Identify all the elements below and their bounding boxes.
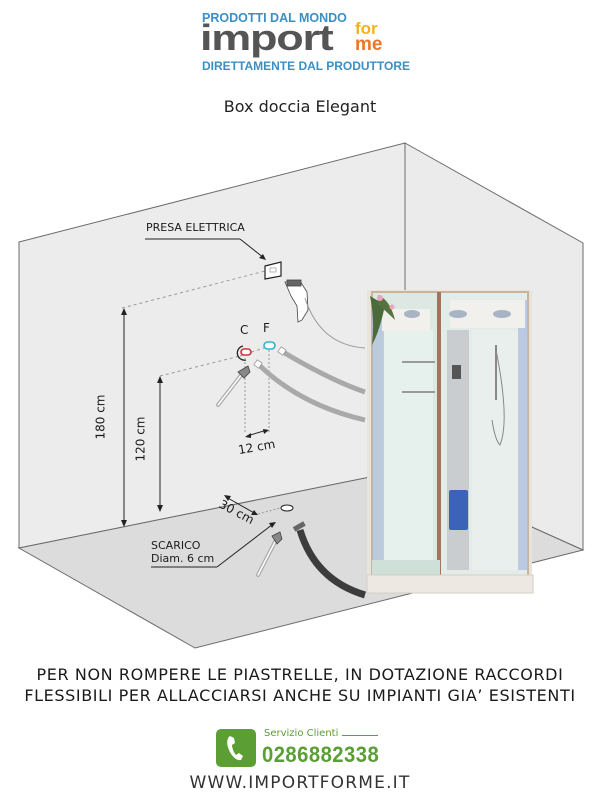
power-outlet-icon: [264, 261, 282, 280]
website-link[interactable]: WWW.IMPORTFORME.IT: [189, 773, 411, 793]
drain-hole-icon: [280, 504, 294, 512]
hot-tap-label: C: [240, 323, 249, 337]
logo-brand-me: me: [355, 34, 383, 55]
customer-service-block: Servizio Clienti 0286882338: [216, 727, 386, 771]
phone-number[interactable]: 0286882338: [262, 742, 380, 767]
notice-line-1: PER NON ROMPERE LE PIASTRELLE, IN DOTAZI…: [36, 665, 564, 684]
phone-icon: [216, 729, 256, 767]
notice-text: PER NON ROMPERE LE PIASTRELLE, IN DOTAZI…: [0, 664, 600, 706]
brand-logo: PRODOTTI DAL MONDO import for me DIRETTA…: [198, 8, 410, 74]
wrench-icon: [216, 365, 251, 407]
cold-water-tap-icon: [263, 341, 276, 350]
cold-tap-label: F: [263, 321, 270, 335]
wrench-icon: [256, 531, 283, 577]
page-title: Box doccia Elegant: [223, 97, 377, 116]
divider: [342, 735, 378, 736]
drain-label: SCARICO: [151, 539, 201, 552]
logo-brand-main: import: [200, 17, 334, 58]
hot-water-tap-icon: [236, 345, 252, 361]
notice-line-2: FLESSIBILI PER ALLACCIARSI ANCHE SU IMPI…: [24, 686, 576, 705]
logo-tagline-top: PRODOTTI DAL MONDO: [202, 11, 347, 25]
shower-cabin-photo: [366, 290, 534, 594]
height-taps-label: 120 cm: [133, 416, 148, 462]
logo-brand-for: for: [355, 19, 378, 38]
service-label: Servizio Clienti: [264, 728, 339, 739]
hand-plug-icon: [284, 279, 309, 323]
height-outlet-label: 180 cm: [93, 394, 108, 440]
logo-tagline-bottom: DIRETTAMENTE DAL PRODUTTORE: [202, 59, 411, 73]
drain-diameter-label: Diam. 6 cm: [151, 552, 215, 565]
power-outlet-label: PRESA ELETTRICA: [146, 221, 245, 234]
